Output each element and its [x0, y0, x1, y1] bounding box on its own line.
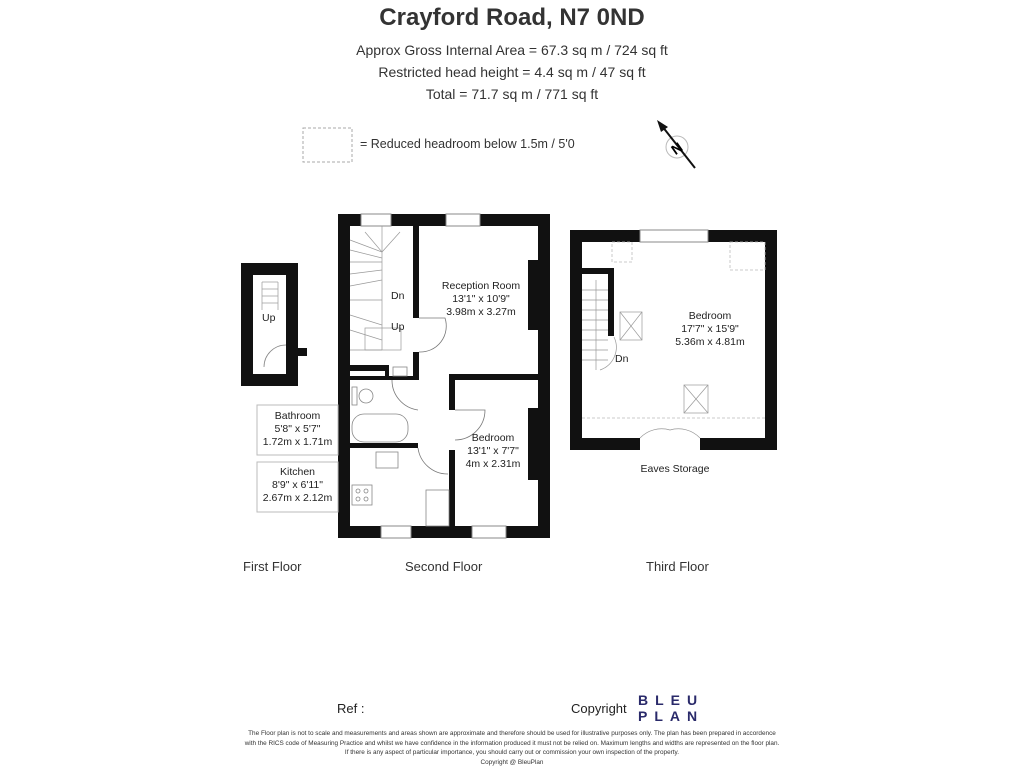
room-label-bedroom-second: Bedroom 13'1" x 7'7" 4m x 2.31m	[465, 432, 521, 470]
third-floor-stairs-down: Dn	[615, 353, 629, 365]
room-label-bathroom: Bathroom 5'8" x 5'7" 1.72m x 1.71m	[262, 410, 333, 448]
kitchen-label-box	[256, 461, 339, 513]
ref-label: Ref :	[337, 701, 365, 716]
svg-text:N: N	[668, 139, 685, 158]
gross-area: Approx Gross Internal Area = 67.3 sq m /…	[356, 42, 668, 58]
legend-text: = Reduced headroom below 1.5m / 5'0	[360, 137, 575, 151]
first-floor-plan	[241, 263, 307, 386]
bathroom-label-box	[256, 404, 339, 456]
total-area: Total = 71.7 sq m / 771 sq ft	[425, 86, 599, 102]
reduced-headroom-legend-box	[302, 127, 353, 163]
third-floor-plan	[570, 229, 777, 450]
restricted-area: Restricted head height = 4.4 sq m / 47 s…	[378, 64, 646, 80]
north-arrow-icon: N	[657, 120, 696, 169]
first-floor-label: First Floor	[243, 559, 302, 574]
eaves-storage-label: Eaves Storage	[640, 463, 710, 475]
second-floor-plan	[338, 213, 550, 539]
page-title: Crayford Road, N7 0ND	[379, 4, 645, 31]
room-label-reception: Reception Room 13'1" x 10'9" 3.98m x 3.2…	[441, 280, 521, 318]
room-label-kitchen: Kitchen 8'9" x 6'11" 2.67m x 2.12m	[262, 466, 333, 504]
third-floor-label: Third Floor	[646, 559, 709, 574]
room-label-bedroom-third: Bedroom 17'7" x 15'9" 5.36m x 4.81m	[675, 310, 745, 348]
second-floor-stairs-up: Up	[391, 321, 405, 333]
second-floor-label: Second Floor	[405, 559, 483, 574]
disclaimer: The Floor plan is not to scale and measu…	[244, 730, 780, 766]
first-floor-stairs-up: Up	[262, 312, 276, 324]
bleuplan-logo: BLEU PLAN	[638, 692, 705, 724]
copyright-label: Copyright	[571, 701, 627, 716]
second-floor-stairs-down: Dn	[391, 290, 405, 302]
